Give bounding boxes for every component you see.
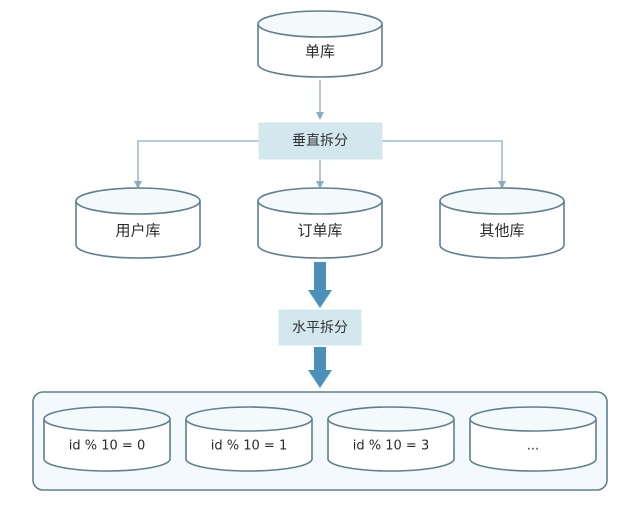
shard-cylinder-1: id % 10 = 1 — [185, 406, 313, 472]
connectors — [134, 80, 506, 189]
shard-body-0 — [43, 419, 171, 472]
shard-top-2 — [327, 406, 455, 432]
shard-body-2 — [327, 419, 455, 472]
shard-cylinder-2: id % 10 = 3 — [327, 406, 455, 472]
shard-label-1: id % 10 = 1 — [211, 439, 287, 454]
other-db-cylinder: 其他库 — [439, 187, 565, 259]
order-db-label: 订单库 — [297, 222, 342, 240]
shard-body-1 — [185, 419, 313, 472]
horizontal-split-box: 水平拆分 — [278, 309, 362, 346]
user-db-label: 用户库 — [115, 222, 160, 240]
big-arrows — [308, 262, 332, 388]
vertical-split-label: 垂直拆分 — [292, 132, 348, 149]
user-db-top — [75, 187, 201, 215]
shard-top-0 — [43, 406, 171, 432]
user-db-cylinder: 用户库 — [75, 187, 201, 259]
shard-body-3 — [469, 419, 597, 472]
shard-group-container — [32, 391, 608, 491]
big-arrow-horizontal-to-shards — [308, 347, 332, 388]
user-db-body — [75, 201, 201, 259]
order-db-cylinder: 订单库 — [257, 187, 383, 259]
shard-label-2: id % 10 = 3 — [353, 439, 429, 454]
single-db-top — [257, 10, 383, 38]
connector-vertical-to-user — [134, 140, 259, 189]
vertical-split-rect — [258, 122, 383, 160]
shard-top-3 — [469, 406, 597, 432]
single-db-label: 单库 — [305, 43, 335, 61]
shard-label-0: id % 10 = 0 — [69, 439, 145, 454]
shard-label-3: ... — [527, 439, 539, 454]
horizontal-split-label: 水平拆分 — [292, 320, 348, 336]
shard-cylinder-3: ... — [469, 406, 597, 472]
other-db-body — [439, 201, 565, 259]
other-db-label: 其他库 — [479, 222, 524, 240]
single-db-body — [257, 24, 383, 78]
single-db-cylinder: 单库 — [257, 10, 383, 78]
big-arrow-order-to-horizontal — [308, 262, 332, 308]
horizontal-split-rect — [278, 309, 362, 346]
vertical-split-box: 垂直拆分 — [258, 122, 383, 160]
connector-vertical-to-other — [382, 140, 506, 189]
order-db-body — [257, 201, 383, 259]
order-db-top — [257, 187, 383, 215]
other-db-top — [439, 187, 565, 215]
shard-cylinder-0: id % 10 = 0 — [43, 406, 171, 472]
shard-top-1 — [185, 406, 313, 432]
